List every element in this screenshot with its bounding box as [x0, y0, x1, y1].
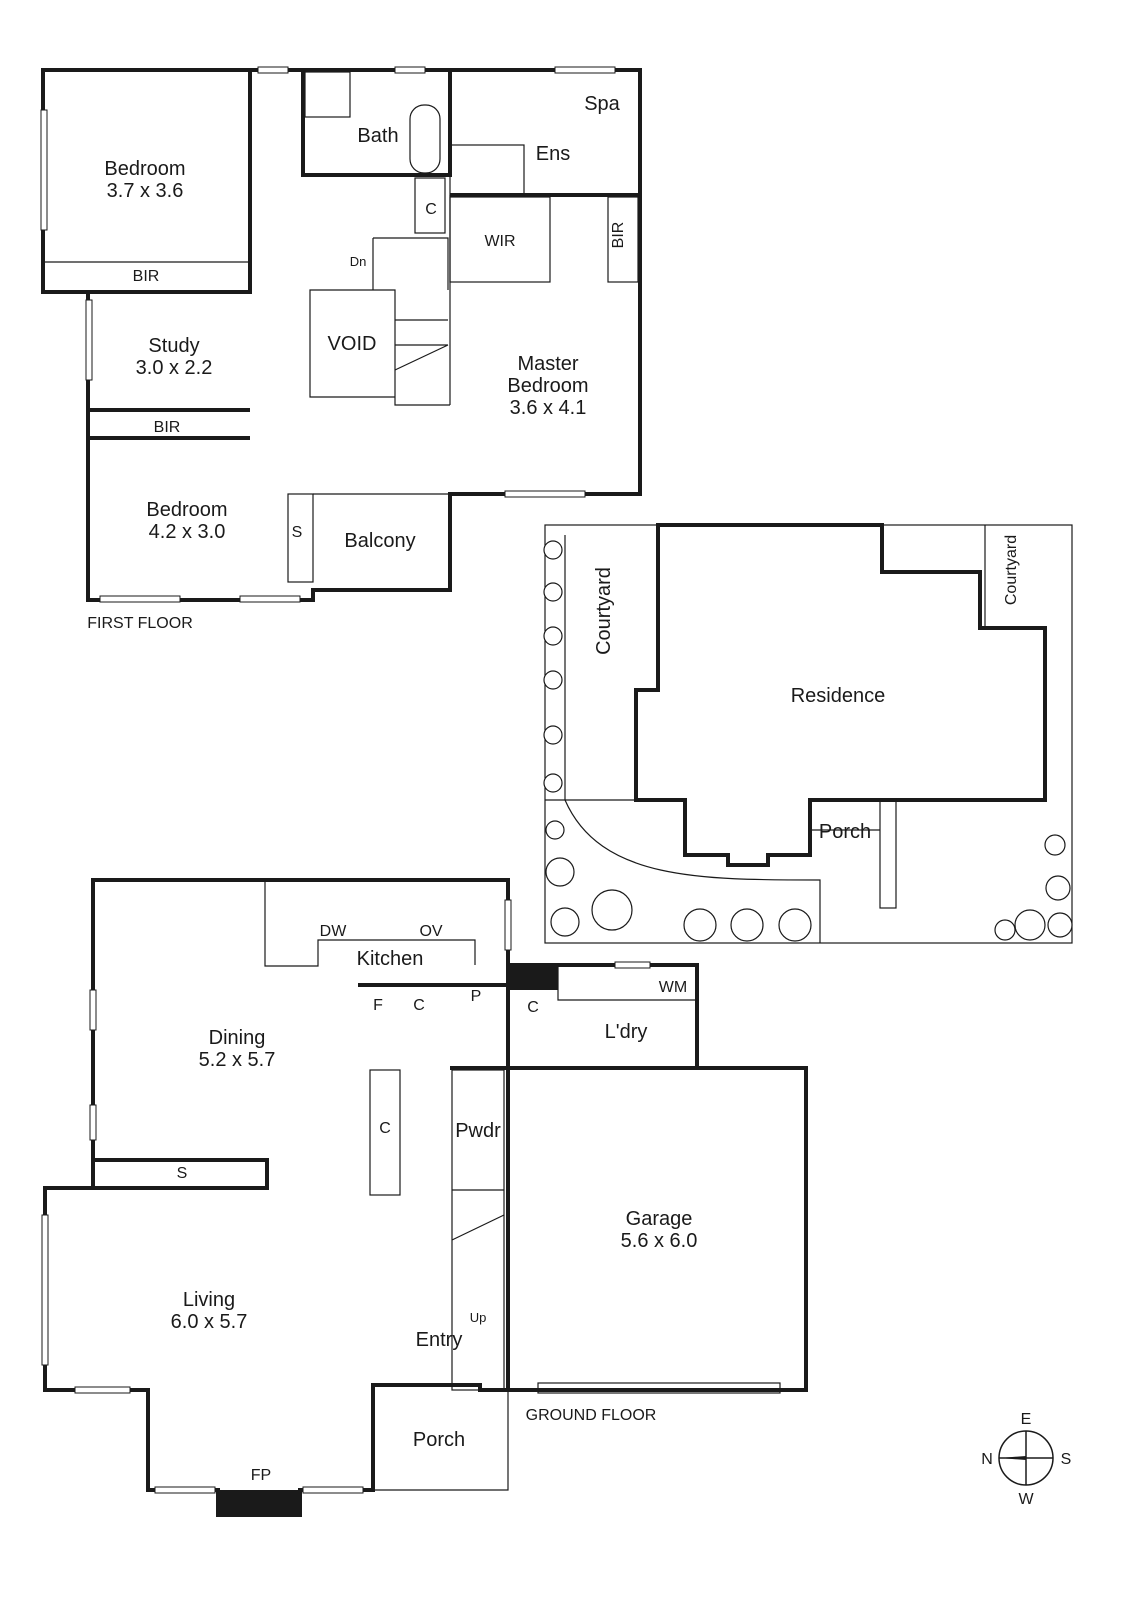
cupboard-label: C	[425, 201, 437, 218]
void-label: VOID	[328, 333, 377, 355]
compass-west: W	[1018, 1491, 1034, 1508]
storage-label: S	[177, 1165, 188, 1182]
balcony-label: Balcony	[344, 530, 415, 552]
room-label: Study	[148, 335, 199, 357]
cupboard-label: C	[527, 999, 539, 1016]
room-dims: 3.0 x 2.2	[136, 357, 213, 379]
ground-floor-title: GROUND FLOOR	[526, 1407, 657, 1424]
room-label: Bedroom	[507, 375, 588, 397]
compass-north: N	[981, 1451, 993, 1468]
down-stairs-label: Dn	[350, 254, 367, 269]
site-plan: Courtyard Courtyard Residence Porch	[543, 523, 1073, 944]
room-label: Bedroom	[104, 158, 185, 180]
oven-label: OV	[419, 923, 442, 940]
up-stairs-label: Up	[470, 1310, 487, 1325]
compass-south: S	[1061, 1451, 1072, 1468]
ground-floor-plan: DW OV Kitchen F C P C WM L'dry Dining 5.…	[41, 878, 808, 1517]
washing-machine-label: WM	[659, 979, 687, 996]
compass-east: E	[1021, 1411, 1032, 1428]
laundry-label: L'dry	[605, 1021, 648, 1043]
room-label: Garage	[626, 1208, 693, 1230]
room-dims: 6.0 x 5.7	[171, 1311, 248, 1333]
room-label: Dining	[209, 1027, 266, 1049]
bir-label: BIR	[154, 419, 181, 436]
first-floor-plan: Bedroom 3.7 x 3.6 BIR Study 3.0 x 2.2 BI…	[40, 66, 642, 632]
first-floor-title: FIRST FLOOR	[87, 615, 193, 632]
porch-label: Porch	[413, 1429, 465, 1451]
dishwasher-label: DW	[320, 923, 348, 940]
entry-label: Entry	[416, 1329, 463, 1351]
room-dims: 5.2 x 5.7	[199, 1049, 276, 1071]
trees	[543, 540, 1073, 942]
bir-label: BIR	[133, 268, 160, 285]
room-dims: 4.2 x 3.0	[149, 521, 226, 543]
room-label: Master	[517, 353, 578, 375]
storage-label: S	[292, 524, 303, 541]
compass-icon: E N S W	[981, 1411, 1071, 1508]
courtyard-label: Courtyard	[1003, 535, 1020, 605]
room-label: Living	[183, 1289, 235, 1311]
fridge-label: F	[373, 997, 383, 1014]
courtyard-label: Courtyard	[593, 567, 615, 655]
bir-label: BIR	[610, 222, 627, 249]
cupboard-label: C	[413, 997, 425, 1014]
room-dims: 3.7 x 3.6	[107, 180, 184, 202]
bath-label: Bath	[357, 125, 398, 147]
fireplace-label: FP	[251, 1467, 271, 1484]
residence-label: Residence	[791, 685, 886, 707]
porch-label: Porch	[819, 821, 871, 843]
ensuite-label: Ens	[536, 143, 570, 165]
room-label: Bedroom	[146, 499, 227, 521]
room-dims: 5.6 x 6.0	[621, 1230, 698, 1252]
cupboard-label: C	[379, 1120, 391, 1137]
spa-label: Spa	[584, 93, 620, 115]
wir-label: WIR	[484, 233, 515, 250]
room-dims: 3.6 x 4.1	[510, 397, 587, 419]
pantry-label: P	[471, 988, 482, 1005]
powder-room-label: Pwdr	[455, 1120, 501, 1142]
kitchen-label: Kitchen	[357, 948, 424, 970]
